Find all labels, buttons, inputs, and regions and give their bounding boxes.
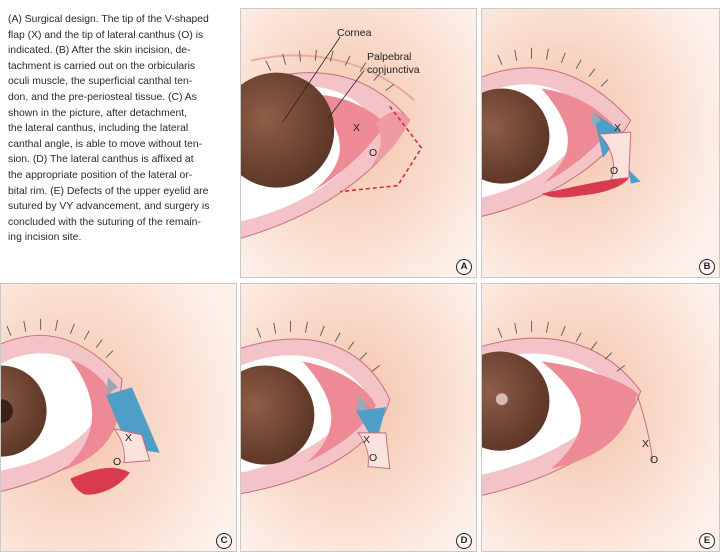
panel-badge: E xyxy=(699,533,715,549)
cornea-leader xyxy=(282,36,341,123)
panel-b: X O B xyxy=(481,8,720,278)
label-palpebral-conjunctiva-line1: Palpebral xyxy=(367,51,412,63)
panel-badge: D xyxy=(456,533,472,549)
v-flap-blue xyxy=(106,387,160,453)
v-flap-grey xyxy=(356,395,370,412)
iris xyxy=(482,351,550,451)
panel-d: X O D xyxy=(240,283,477,552)
marker-x: X xyxy=(125,432,133,444)
iris xyxy=(482,88,550,184)
caption-line: don, and the pre-periosteal tissue. (C) … xyxy=(8,91,197,103)
corneal-reflex xyxy=(495,393,508,406)
caption-line: concluded with the suturing of the remai… xyxy=(8,216,201,228)
upper-eyelid-crease xyxy=(250,54,416,102)
eyelashes xyxy=(265,49,394,91)
pupil xyxy=(1,399,13,423)
iris xyxy=(1,365,47,457)
marker-o: O xyxy=(650,454,659,466)
marker-o: O xyxy=(610,165,619,177)
palpebral-conjunctiva xyxy=(310,94,386,192)
v-flap-blue xyxy=(356,407,386,445)
caption-line: the lateral canthus, including the later… xyxy=(8,123,189,135)
v-flap-grey xyxy=(591,112,601,127)
label-cornea: Cornea xyxy=(337,27,372,39)
eye-illustration-d xyxy=(241,284,476,551)
wound-red xyxy=(70,467,130,495)
lateral-canthus-flap xyxy=(356,432,391,470)
marker-o: O xyxy=(369,452,378,464)
caption-line: indicated. (B) After the skin incision, … xyxy=(8,45,191,57)
panel-e: X O E xyxy=(481,283,720,552)
caption-line: the appropriate position of the lateral … xyxy=(8,169,193,181)
marker-x: X xyxy=(642,438,650,450)
lateral-canthus-flap xyxy=(112,428,151,464)
eye-illustration-c xyxy=(1,284,236,551)
eyelashes xyxy=(497,47,609,87)
caption-line: oculi muscle, the superficial canthal te… xyxy=(8,76,193,88)
lateral-canthus-region xyxy=(371,111,410,166)
iris xyxy=(241,365,315,465)
palpebral-conjunctiva xyxy=(302,361,376,463)
eyelashes xyxy=(256,320,381,372)
caption-line: canthal angle, is able to move without t… xyxy=(8,138,203,150)
panel-a: Cornea Palpebral conjunctiva X O A xyxy=(240,8,477,278)
caption-line: (A) Surgical design. The tip of the V-sh… xyxy=(8,14,209,25)
v-flap-grey xyxy=(106,377,119,396)
eye-illustration-e xyxy=(482,284,719,551)
sutured-incision-line xyxy=(636,393,654,461)
eye-illustration-b xyxy=(482,9,719,277)
caption-line: sutured by VY advancement, and surgery i… xyxy=(8,201,210,213)
caption-line: bital rim. (E) Defects of the upper eyel… xyxy=(8,185,209,197)
eyelashes xyxy=(6,318,114,358)
marker-o: O xyxy=(369,147,378,159)
conjunctiva-leader xyxy=(327,70,365,119)
marker-x: X xyxy=(614,122,622,134)
caption-line: sion. (D) The lateral canthus is affixed… xyxy=(8,154,194,166)
incision-dashed-outline xyxy=(340,105,423,193)
marker-o: O xyxy=(113,456,122,468)
marker-x: X xyxy=(353,122,361,134)
caption-line: ing incision site. xyxy=(8,232,82,244)
panel-badge: B xyxy=(699,259,715,275)
wound-red xyxy=(541,177,629,198)
eye-illustration-a xyxy=(241,9,476,277)
iris xyxy=(241,72,335,188)
palpebral-conjunctiva xyxy=(62,359,119,471)
v-flap-blue-lower xyxy=(628,169,641,184)
panel-badge: C xyxy=(216,533,232,549)
caption-line: tachment is carried out on the orbicular… xyxy=(8,60,196,72)
label-palpebral-conjunctiva-line2: conjunctiva xyxy=(367,64,420,76)
palpebral-conjunctiva xyxy=(541,88,613,184)
marker-x: X xyxy=(363,434,371,446)
panel-badge: A xyxy=(456,259,472,275)
figure-caption: (A) Surgical design. The tip of the V-sh… xyxy=(8,12,230,246)
palpebral-conjunctiva xyxy=(541,361,637,469)
panel-c: X O C xyxy=(0,283,237,552)
caption-line: shown in the picture, after detachment, xyxy=(8,107,188,119)
eyelashes xyxy=(497,320,626,372)
caption-line: flap (X) and the tip of lateral canthus … xyxy=(8,29,204,41)
